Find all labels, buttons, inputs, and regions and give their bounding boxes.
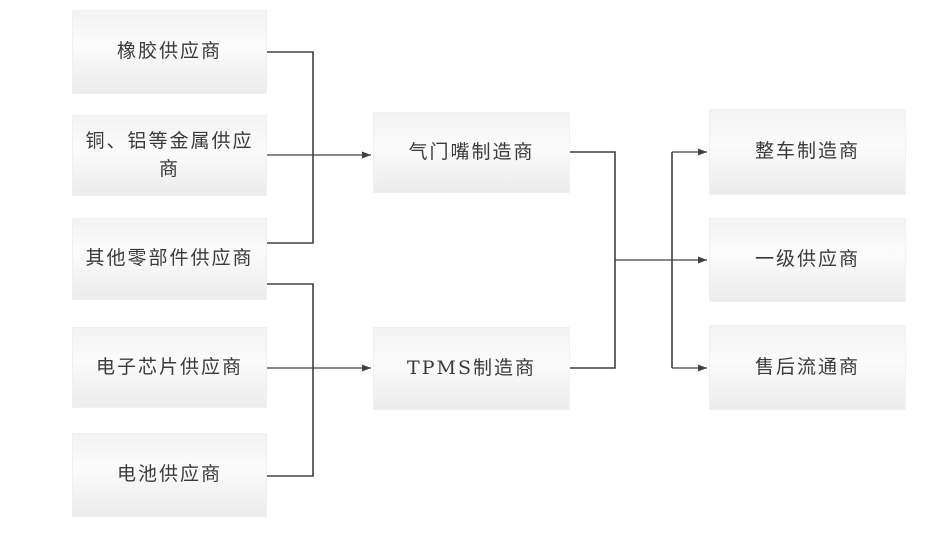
node-label: 电池供应商 [116, 463, 222, 486]
node-battery-supplier: 电池供应商 [72, 433, 267, 517]
node-label: TPMS制造商 [407, 356, 536, 379]
node-valve-stem-manufacturer: 气门嘴制造商 [373, 112, 570, 193]
bracket-suppliers-to-tpms [267, 283, 314, 477]
node-rubber-supplier: 橡胶供应商 [72, 10, 267, 94]
node-chip-supplier: 电子芯片供应商 [72, 327, 267, 408]
node-tpms-manufacturer: TPMS制造商 [373, 327, 570, 410]
node-vehicle-manufacturer: 整车制造商 [709, 109, 906, 195]
node-label: 售后流通商 [754, 355, 860, 378]
node-label: 橡胶供应商 [116, 40, 222, 63]
node-metal-supplier: 铜、铝等金属供应商 [72, 115, 267, 196]
node-label: 整车制造商 [754, 140, 860, 163]
node-label: 铜、铝等金属供应商 [85, 129, 254, 180]
node-label: 其他零部件供应商 [85, 247, 254, 270]
node-aftermarket-distributor: 售后流通商 [709, 325, 906, 410]
node-label: 一级供应商 [754, 248, 860, 271]
node-label: 电子芯片供应商 [95, 355, 243, 378]
node-tier1-supplier: 一级供应商 [709, 218, 906, 302]
node-other-parts-supplier: 其他零部件供应商 [72, 218, 267, 300]
bracket-suppliers-to-valve [267, 51, 314, 244]
bracket-manufacturers-out [570, 151, 616, 369]
node-label: 气门嘴制造商 [408, 140, 535, 163]
